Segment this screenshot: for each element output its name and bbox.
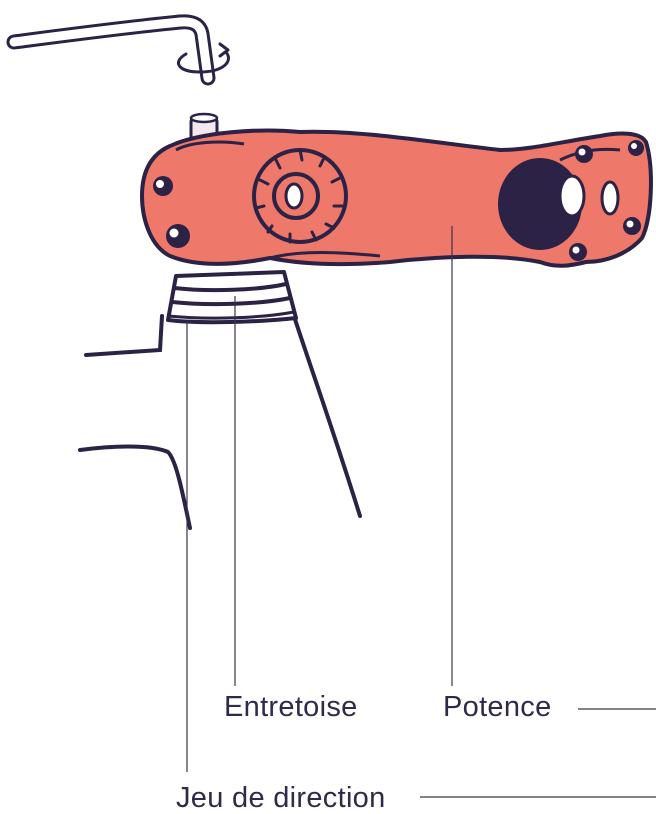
- label-entretoise: Entretoise: [224, 691, 358, 723]
- rotation-arrow-icon: [177, 42, 230, 74]
- headset-spacers: [166, 270, 298, 325]
- stem-body: [140, 128, 653, 268]
- fork-tube: [78, 308, 362, 530]
- label-jeu-de-direction: Jeu de direction: [176, 782, 386, 814]
- allen-key-icon: [6, 14, 216, 86]
- label-potence: Potence: [443, 691, 552, 723]
- leader-lines: [186, 226, 656, 798]
